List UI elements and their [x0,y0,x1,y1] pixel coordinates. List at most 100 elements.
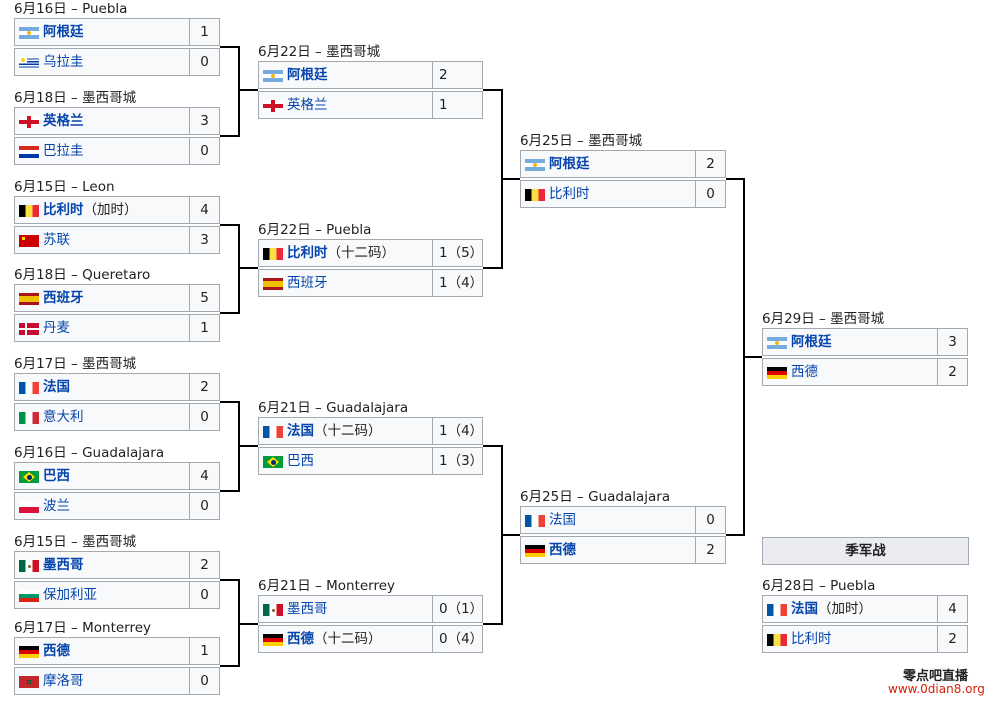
team-name-link[interactable]: 法国（加时） [791,601,872,617]
flag-part [767,604,787,616]
team-name-link[interactable]: 巴西 [287,453,314,469]
score-cell: 1（5） [432,239,483,267]
team-name-link[interactable]: 墨西哥 [287,601,328,617]
team-cell: 摩洛哥 [14,667,190,695]
score-cell: 0（1） [432,595,483,623]
team-name-link[interactable]: 西德 [549,542,576,558]
team-name-link[interactable]: 阿根廷 [43,24,84,40]
result-note: （十二码） [314,423,382,439]
team-cell: 西德 [762,358,938,386]
flag-fra-icon [767,604,787,616]
score-cell: 4 [189,196,220,224]
score-cell: 3 [937,328,968,356]
team-name-link[interactable]: 西班牙 [43,290,84,306]
team-cell: 墨西哥 [14,551,190,579]
team-name-link[interactable]: 苏联 [43,232,70,248]
flag-pol-icon [19,501,39,513]
team-name-link[interactable]: 摩洛哥 [43,673,84,689]
flag-arg-icon [19,27,39,39]
flag-part [775,341,779,345]
team-name-link[interactable]: 西德（十二码） [287,631,382,647]
team-name-link[interactable]: 比利时（加时） [43,202,138,218]
flag-bra-icon [19,471,39,483]
flag-uru-icon [19,57,39,69]
sf-match-header: 6月25日 – Guadalajara [520,489,671,505]
team-name-link[interactable]: 比利时 [791,631,832,647]
team-name-link[interactable]: 巴拉圭 [43,143,84,159]
flag-part [27,680,31,684]
flag-fra-icon [525,515,545,527]
flag-part [19,205,39,217]
team-name-link[interactable]: 法国 [549,512,576,528]
flag-part [263,248,283,260]
watermark-url[interactable]: www.0dian8.org [888,682,985,696]
flag-urs-icon [19,235,39,247]
team-name-link[interactable]: 阿根廷 [549,156,590,172]
team-row: 法国 0 [520,506,726,534]
team-name-link[interactable]: 西德 [43,643,70,659]
flag-part [19,501,39,513]
team-cell: 巴西 [258,447,433,475]
team-cell: 比利时 [762,625,938,653]
team-name-link[interactable]: 丹麦 [43,320,70,336]
score-cell: 0（4） [432,625,483,653]
team-name-link[interactable]: 保加利亚 [43,587,97,603]
r16-match-header: 6月15日 – 墨西哥城 [14,534,137,550]
team-name-link[interactable]: 西德 [791,364,818,380]
team-name-link[interactable]: 乌拉圭 [43,54,84,70]
team-cell: 阿根廷 [258,61,433,89]
team-row: 波兰 0 [14,492,220,520]
flag-par-icon [19,146,39,158]
flag-arg-icon [525,159,545,171]
team-row: 巴西 4 [14,462,220,490]
team-name-link[interactable]: 巴西 [43,468,70,484]
team-name-link[interactable]: 比利时（十二码） [287,245,395,261]
score-cell: 1（4） [432,417,483,445]
team-cell: 英格兰 [258,91,433,119]
team-name-link[interactable]: 阿根廷 [791,334,832,350]
team-name-link[interactable]: 法国 [43,379,70,395]
qf-match-header: 6月21日 – Guadalajara [258,400,409,416]
score-cell: 3 [189,107,220,135]
team-name-link[interactable]: 英格兰 [43,113,84,129]
score-cell: 1（4） [432,269,483,297]
team-name-link[interactable]: 阿根廷 [287,67,328,83]
team-name-link[interactable]: 波兰 [43,498,70,514]
team-cell: 苏联 [14,226,190,254]
flag-arg-icon [263,70,283,82]
team-name-link[interactable]: 西班牙 [287,275,328,291]
score-cell: 4 [189,462,220,490]
team-cell: 西德（十二码） [258,625,433,653]
flag-part [767,634,787,646]
score-cell: 2 [937,625,968,653]
flag-part [27,31,31,35]
team-name-link[interactable]: 墨西哥 [43,557,84,573]
flag-esp-icon [19,293,39,305]
team-name-link[interactable]: 法国（十二码） [287,423,382,439]
flag-part [263,104,283,108]
third-place-match-header: 6月28日 – Puebla [762,578,876,594]
r16-match-header: 6月17日 – 墨西哥城 [14,356,137,372]
r16-match-header: 6月18日 – Queretaro [14,267,151,283]
team-row: 西德（十二码） 0（4） [258,625,483,653]
flag-arg-icon [767,337,787,349]
team-cell: 意大利 [14,403,190,431]
score-cell: 0 [189,492,220,520]
team-name-link[interactable]: 比利时 [549,186,590,202]
team-name-link[interactable]: 意大利 [43,409,84,425]
team-name-link[interactable]: 英格兰 [287,97,328,113]
score-cell: 0 [695,506,726,534]
r16-match-header: 6月15日 – Leon [14,179,115,195]
